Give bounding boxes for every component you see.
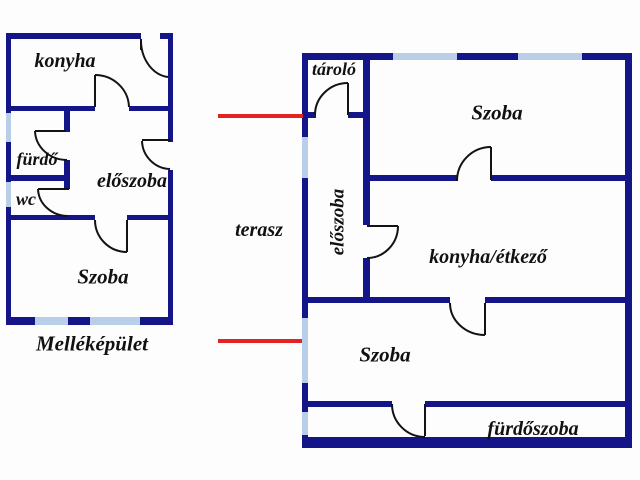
door-wc	[37, 188, 69, 217]
window-szoba-felso-north-left	[393, 53, 457, 60]
door-tarolo	[314, 82, 349, 116]
furdoszoba-north-wall-left	[302, 401, 392, 407]
szoba-north-wall-right	[127, 215, 173, 220]
left-building-top-wall-right-segment	[160, 33, 173, 39]
window-szoba-felso-north-right	[518, 53, 582, 60]
room-label-szoba-felso: Szoba	[471, 100, 523, 125]
eloszoba-east-wall-lower	[363, 258, 370, 303]
furdo-wc-dividing-wall	[6, 175, 70, 181]
room-label-tarolo: tároló	[311, 59, 357, 79]
left-building-top-wall-left-segment	[6, 33, 141, 39]
room-label-furdoszoba: fürdőszoba	[487, 418, 579, 440]
terrace-boundary-line-top	[218, 114, 303, 118]
door-szoba-left-building	[94, 219, 128, 253]
furdo-east-wall-lower	[64, 160, 70, 189]
main-building-left-wall	[302, 53, 308, 448]
szoba-north-wall-left	[6, 215, 95, 220]
room-label-konyha: konyha	[34, 50, 96, 72]
left-building-right-wall-lower	[168, 170, 173, 325]
terrace-boundary-line-bottom	[218, 339, 303, 343]
main-building-top-wall	[302, 53, 632, 60]
building-label-mellekepulet: Melléképület	[36, 331, 148, 356]
area-label-terasz: terasz	[235, 219, 283, 241]
szoba-felso-south-wall-left	[363, 175, 457, 181]
szoba-felso-south-wall-right	[491, 175, 632, 181]
door-furdo	[34, 130, 68, 161]
eloszoba-east-wall-upper	[363, 60, 370, 225]
konyha-south-wall-right	[129, 106, 173, 111]
window-szoba-also-west-small	[302, 412, 308, 435]
room-label-szoba-left: Szoba	[77, 264, 129, 289]
door-szoba-felso	[456, 146, 492, 182]
room-label-eloszoba-right: előszoba	[327, 188, 349, 256]
window-szoba-south-left	[35, 317, 68, 325]
door-konyha-eloszoba	[94, 74, 130, 108]
left-building-bottom-wall	[6, 317, 173, 325]
room-label-konyha-etkezo: konyha/étkező	[429, 246, 547, 268]
door-konyha-entrance	[140, 39, 169, 78]
konyha-etkezo-south-wall-left	[302, 297, 450, 303]
tarolo-south-wall-left	[308, 112, 316, 118]
room-label-furdo: fürdő	[16, 149, 58, 169]
konyha-etkezo-south-wall-right	[485, 297, 632, 303]
window-eloszoba-west	[302, 137, 308, 178]
window-szoba-south-right	[90, 317, 140, 325]
left-building-right-wall-upper	[168, 33, 173, 142]
furdoszoba-north-wall-right	[425, 401, 632, 407]
room-label-wc: wc	[16, 189, 36, 209]
konyha-south-wall-left	[6, 106, 95, 111]
door-furdoszoba	[391, 403, 426, 438]
door-eloszoba-entrance	[141, 139, 171, 170]
room-label-szoba-also: Szoba	[359, 342, 411, 367]
main-building-right-wall	[625, 53, 632, 448]
door-eloszoba-konyha-etkezo	[366, 225, 399, 259]
furdo-east-wall-upper	[64, 106, 70, 132]
room-label-eloszoba-left: előszoba	[97, 170, 167, 192]
window-szoba-also-west	[302, 318, 308, 383]
window-wc-west	[6, 182, 11, 207]
tarolo-south-wall-right	[348, 112, 370, 118]
main-building-bottom-wall	[302, 437, 632, 448]
window-furdo-west	[6, 113, 11, 142]
door-konyha-etkezo-szoba-also	[449, 302, 486, 336]
